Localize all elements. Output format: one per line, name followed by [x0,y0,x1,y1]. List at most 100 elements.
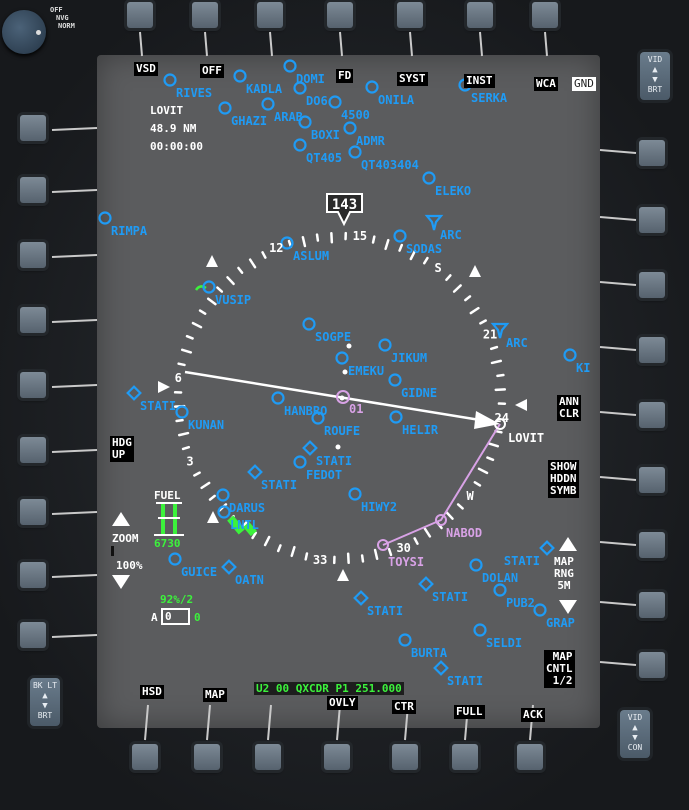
leader-line [339,31,343,57]
osb-button-top-2[interactable] [257,2,283,28]
rng-text: RNG [554,567,574,580]
osb-button-top-1[interactable] [192,2,218,28]
map-cntl-page: 1/2 [552,674,573,687]
compass-tick [398,243,404,252]
waypoint-label: ELEKO [435,184,471,198]
compass-tick [445,274,452,282]
osb-button-right-17[interactable] [639,207,665,233]
waypoint-stati [433,660,449,676]
osb-button-bottom-28[interactable] [324,744,350,770]
waypoint-sogpe [302,317,316,331]
osb-button-left-11[interactable] [20,372,46,398]
waypoint-label: STATI [261,478,297,492]
osb-button-top-4[interactable] [397,2,423,28]
compass-tick [185,334,194,340]
waypoint-circle-icon [393,229,407,243]
osb-button-left-13[interactable] [20,499,46,525]
leader-line [51,189,98,193]
vid-brt-rocker[interactable]: VID ▲▼ BRT [640,52,670,100]
osb-button-right-21[interactable] [639,467,665,493]
waypoint-label: ARC [506,336,528,350]
osb-button-left-14[interactable] [20,562,46,588]
markpoint-icon [336,390,350,404]
waypoint-circle-icon [302,317,316,331]
osb-button-left-7[interactable] [20,115,46,141]
waypoint-label: DOMI [296,72,325,86]
osb-button-left-9[interactable] [20,242,46,268]
waypoint-arc [424,214,444,231]
osb-button-right-16[interactable] [639,140,665,166]
waypoint-circle-icon [348,487,362,501]
osb-button-left-15[interactable] [20,622,46,648]
osb-label-ack: ACK [521,708,545,722]
osb-button-right-18[interactable] [639,272,665,298]
osb-button-right-22[interactable] [639,532,665,558]
osb-button-bottom-29[interactable] [392,744,418,770]
compass-tick [373,548,379,561]
map-range-down-arrow-icon[interactable] [559,600,577,614]
zoom-out-arrow-icon[interactable] [112,575,130,589]
weapon-percent: 92%/2 [160,593,194,606]
brightness-mode-knob[interactable] [2,10,46,54]
osb-button-right-24[interactable] [639,652,665,678]
osb-button-top-3[interactable] [327,2,353,28]
compass-label: 24 [495,411,509,425]
compass-tick [423,256,429,265]
waypoint-label: SODAS [406,242,442,256]
waypoint-stati [126,385,142,401]
osb-button-bottom-27[interactable] [255,744,281,770]
osb-button-bottom-26[interactable] [194,744,220,770]
waypoint-label: GUICE [181,565,217,579]
compass-tick [315,233,320,242]
osb-button-left-8[interactable] [20,177,46,203]
osb-button-left-12[interactable] [20,437,46,463]
waypoint-label: GRAP [546,616,575,630]
map-range-up-arrow-icon[interactable] [559,537,577,551]
zoom-in-arrow-icon[interactable] [112,512,130,526]
waypoint-circle-icon [378,338,392,352]
leader-line [139,31,143,57]
show-text: SHOW [550,460,577,473]
rocker-top-label: VID [627,713,643,722]
osb-button-right-23[interactable] [639,592,665,618]
osb-button-right-19[interactable] [639,337,665,363]
waypoint-burta [398,633,412,647]
osb-button-bottom-31[interactable] [517,744,543,770]
compass-tick [200,481,211,490]
vid-con-rocker[interactable]: VID ▲▼ CON [620,710,650,758]
station-diamond-icon [418,576,434,592]
waypoint-arc [490,322,510,339]
osb-button-left-10[interactable] [20,307,46,333]
waypoint-label: QT405 [306,151,342,165]
ownship-segment [243,521,257,537]
bk-lt-brt-rocker[interactable]: BK LT ▲▼ BRT [30,678,60,726]
up-text: UP [112,448,126,461]
compass-label: 21 [483,327,497,341]
osb-button-top-0[interactable] [127,2,153,28]
waypoint-4500 [328,95,342,109]
compass-tick [226,276,235,286]
osb-button-bottom-30[interactable] [452,744,478,770]
osb-button-right-20[interactable] [639,402,665,428]
osb-button-bottom-25[interactable] [132,744,158,770]
waypoint-label: HIWY2 [361,500,397,514]
waypoint-label: QT403404 [361,158,419,172]
compass-tick [248,258,257,269]
osb-label-hsd: HSD [140,685,164,699]
knob-indicator [36,30,41,35]
waypoint-stati [302,440,318,456]
osb-button-top-6[interactable] [532,2,558,28]
compass-tick [304,552,309,561]
route-point-label: TOYSI [388,555,424,569]
leader-line [51,319,98,323]
osb-button-top-5[interactable] [467,2,493,28]
range-dot [342,369,348,375]
waypoint-kunan [175,405,189,419]
compass-tick [290,545,296,558]
knob-label-norm: NORM [58,22,75,30]
waypoint-sodas [393,229,407,243]
